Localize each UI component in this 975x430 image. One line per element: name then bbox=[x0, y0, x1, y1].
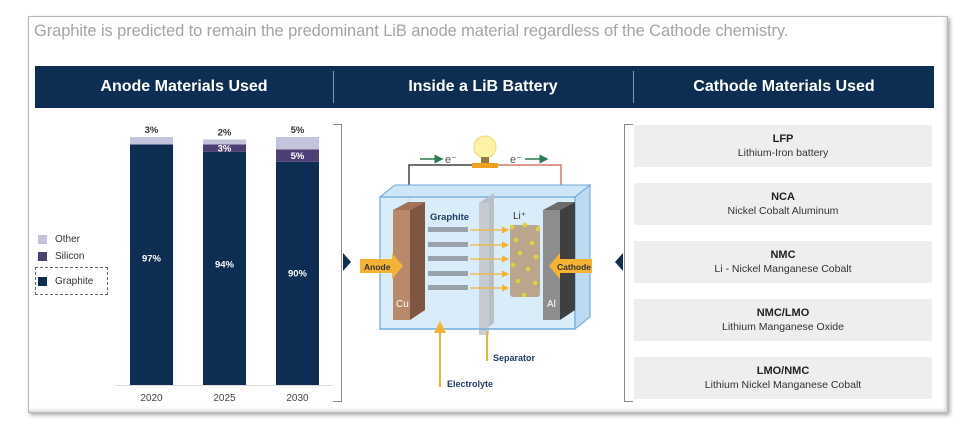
chart-bracket bbox=[333, 124, 342, 402]
arrow-right-icon bbox=[343, 253, 351, 271]
cathode-name: NMC/LMO bbox=[756, 307, 810, 319]
legend-swatch-silicon bbox=[38, 251, 47, 261]
anode-section-title: Anode Materials Used bbox=[100, 78, 268, 95]
cathode-card-lmo-nmc: LMO/NMC Lithium Nickel Manganese Cobalt bbox=[634, 357, 932, 399]
al-label: Al bbox=[547, 299, 556, 310]
bar-segment-other-2030 bbox=[276, 137, 319, 150]
legend-item-other: Other bbox=[38, 232, 80, 246]
cathode-card-nca: NCA Nickel Cobalt Aluminum bbox=[634, 183, 932, 225]
bar-segment-silicon-2030 bbox=[276, 149, 319, 162]
bar-segment-silicon-2025 bbox=[203, 144, 246, 152]
cathode-name: NCA bbox=[771, 191, 795, 203]
x-tick-label-2025: 2025 bbox=[213, 393, 236, 404]
cathode-description: Li - Nickel Manganese Cobalt bbox=[714, 263, 852, 275]
lib-battery-diagram: e⁻ e⁻ Cu Graphite Li⁺ bbox=[360, 135, 592, 389]
li-ion-flow-arrows bbox=[470, 226, 510, 292]
arrow-left-icon bbox=[615, 253, 623, 271]
electrolyte-label: Electrolyte bbox=[447, 379, 493, 389]
legend-swatch-graphite bbox=[38, 276, 47, 286]
legend-item-graphite: Graphite bbox=[38, 274, 93, 288]
data-label-other-2020: 3% bbox=[145, 125, 159, 136]
li-ion-label: Li⁺ bbox=[513, 211, 526, 222]
slide-subtitle: Graphite is predicted to remain the pred… bbox=[34, 22, 789, 40]
x-tick-label-2030: 2030 bbox=[286, 393, 309, 404]
data-label-other-2025: 2% bbox=[218, 127, 232, 138]
data-label-other-2030: 5% bbox=[291, 125, 305, 136]
legend-swatch-other bbox=[38, 234, 47, 244]
anode-label: Anode bbox=[364, 262, 391, 272]
anode-arrow-label: Anode bbox=[360, 253, 403, 279]
legend-highlight-box bbox=[35, 267, 108, 295]
anode-stacked-bar-chart: 97% 3% 2020 94% 3% 2% 2025 90% 5% 5% 2030 bbox=[115, 125, 333, 404]
cu-label: Cu bbox=[396, 299, 409, 310]
cathode-name: LFP bbox=[772, 133, 794, 145]
cathode-card-nmc-lmo: NMC/LMO Lithium Manganese Oxide bbox=[634, 299, 932, 341]
graphite-layers bbox=[428, 227, 468, 290]
cathode-description: Lithium Manganese Oxide bbox=[722, 321, 844, 333]
legend-label: Silicon bbox=[55, 250, 85, 262]
legend-item-silicon: Silicon bbox=[38, 249, 84, 263]
x-tick-label-2020: 2020 bbox=[140, 393, 163, 404]
cathode-arrow-label: Cathode bbox=[549, 253, 592, 279]
cathode-name: LMO/NMC bbox=[756, 365, 810, 377]
bar-segment-other-2020 bbox=[130, 137, 173, 145]
electron-label-left: e⁻ bbox=[445, 154, 457, 166]
cathode-section-title: Cathode Materials Used bbox=[693, 78, 875, 95]
cathode-card-nmc: NMC Li - Nickel Manganese Cobalt bbox=[634, 241, 932, 283]
data-label-graphite-2030: 90% bbox=[288, 268, 308, 279]
legend-label: Graphite bbox=[55, 275, 94, 287]
cathode-bracket bbox=[624, 124, 633, 402]
cathode-description: Lithium-Iron battery bbox=[737, 147, 829, 159]
cathode-crystal-lattice bbox=[509, 222, 541, 298]
bar-segment-graphite-2020 bbox=[130, 144, 173, 385]
data-label-graphite-2020: 97% bbox=[142, 254, 162, 265]
electron-label-right: e⁻ bbox=[510, 154, 522, 166]
separator-membrane bbox=[479, 193, 494, 335]
graphite-label: Graphite bbox=[430, 212, 469, 223]
bar-segment-other-2025 bbox=[203, 139, 246, 145]
legend-label: Other bbox=[55, 233, 81, 245]
cathode-label: Cathode bbox=[557, 262, 591, 272]
bar-segment-graphite-2030 bbox=[276, 161, 319, 385]
separator-label: Separator bbox=[493, 353, 536, 363]
section-header-bar: Anode Materials Used Inside a LiB Batter… bbox=[35, 66, 934, 108]
cathode-name: NMC bbox=[770, 249, 796, 261]
data-label-silicon-2030: 5% bbox=[291, 151, 305, 162]
cathode-card-lfp: LFP Lithium-Iron battery bbox=[634, 125, 932, 167]
data-label-silicon-2025: 3% bbox=[218, 144, 232, 155]
battery-section-title: Inside a LiB Battery bbox=[408, 78, 558, 95]
bar-segment-graphite-2025 bbox=[203, 151, 246, 385]
cathode-description: Lithium Nickel Manganese Cobalt bbox=[704, 379, 862, 391]
header-divider bbox=[633, 71, 634, 103]
cathode-description: Nickel Cobalt Aluminum bbox=[727, 205, 839, 217]
data-label-graphite-2025: 94% bbox=[215, 259, 235, 270]
lightbulb-icon bbox=[472, 135, 498, 168]
header-divider bbox=[333, 71, 334, 103]
